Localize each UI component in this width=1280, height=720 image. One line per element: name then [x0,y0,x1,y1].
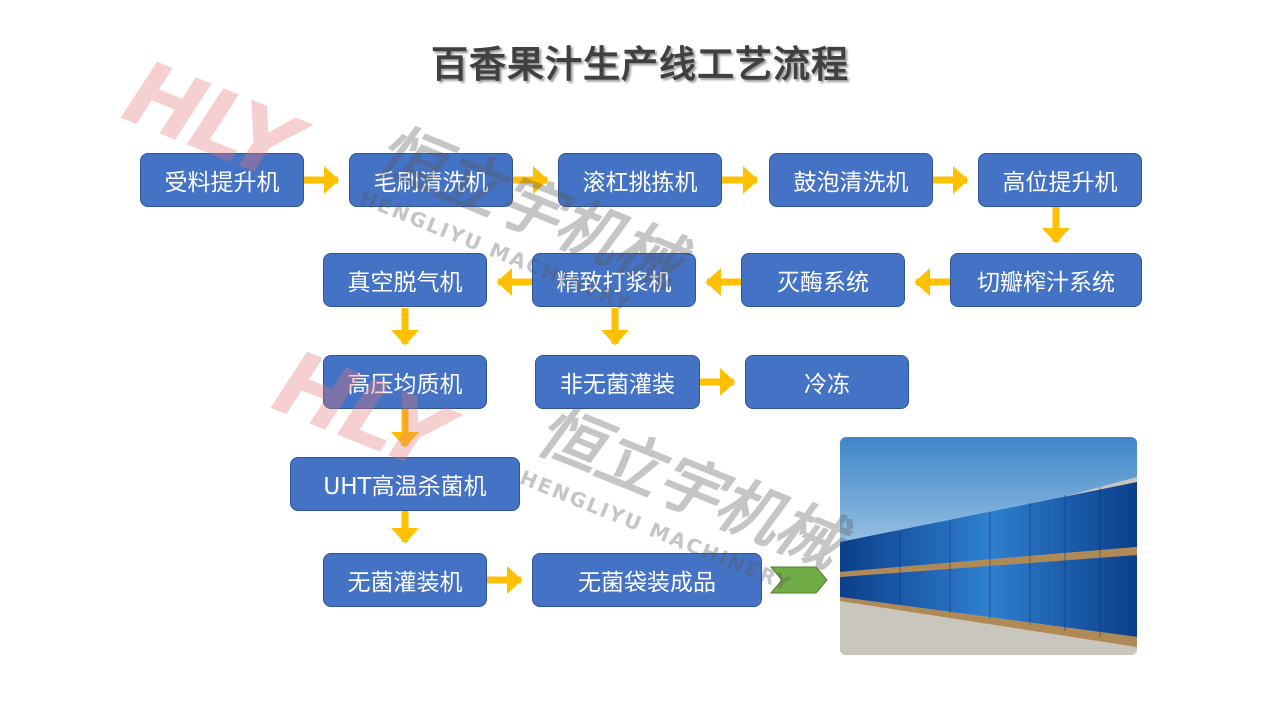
step-receiving-elevator: 受料提升机 [140,153,304,207]
green-chevron-arrow [769,566,828,594]
step-bubble-washer: 鼓泡清洗机 [769,153,933,207]
step-roller-sorter: 滚杠挑拣机 [558,153,722,207]
step-high-elevator: 高位提升机 [978,153,1142,207]
step-cutting-juicing: 切瓣榨汁系统 [950,253,1142,307]
step-brush-washer: 毛刷清洗机 [349,153,513,207]
page-title: 百香果汁生产线工艺流程 [431,43,849,86]
barrels-image [840,477,1137,655]
step-freezing: 冷冻 [745,355,909,409]
step-uht-sterilizer: UHT高温杀菌机 [290,457,520,511]
product-barrels-photo [840,437,1137,655]
step-vacuum-deaerator: 真空脱气机 [323,253,487,307]
step-homogenizer: 高压均质机 [323,355,487,409]
step-aseptic-bag-product: 无菌袋装成品 [532,553,762,607]
step-non-aseptic-filling: 非无菌灌装 [535,355,700,409]
step-enzyme-inactivation: 灭酶系统 [741,253,905,307]
step-aseptic-filler: 无菌灌装机 [323,553,487,607]
step-pulper: 精致打浆机 [532,253,696,307]
